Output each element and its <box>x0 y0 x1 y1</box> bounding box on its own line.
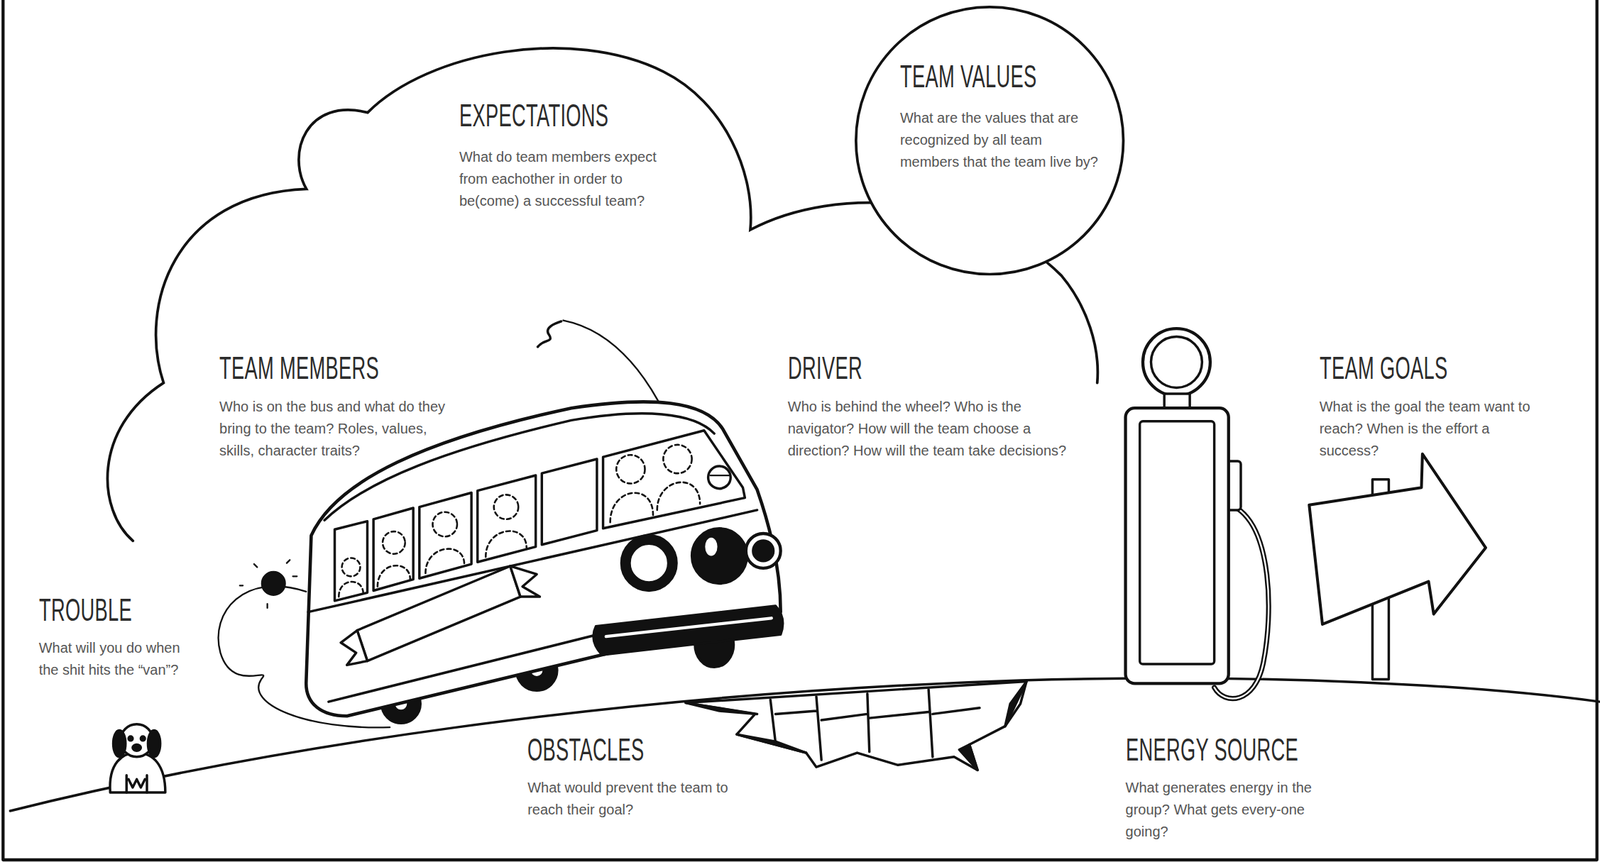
banner-tail <box>340 631 367 666</box>
cloud-shape <box>97 41 1108 552</box>
bus-windshield <box>603 430 746 529</box>
section-question: Who is behind the wheel? Who is the navi… <box>787 396 1079 463</box>
signpost <box>1308 454 1486 681</box>
bus-bumper <box>593 606 783 656</box>
circle-outline <box>856 7 1124 275</box>
section-heading: ENERGY SOURCE <box>1125 734 1299 766</box>
passenger-body <box>485 531 527 558</box>
section-heading: TEAM MEMBERS <box>219 352 380 385</box>
bus-window <box>419 492 472 579</box>
passenger-head <box>433 512 458 538</box>
bumper-shine <box>606 618 772 637</box>
passenger-head <box>616 455 645 484</box>
exhaust-spark <box>239 560 298 609</box>
passenger-body <box>425 549 465 574</box>
bus-illustration <box>305 401 783 724</box>
section-heading: DRIVER <box>787 352 863 385</box>
bus-window <box>373 508 414 591</box>
bus-window <box>335 521 368 602</box>
ground-line <box>9 678 1600 812</box>
circle-node: TEAM VALUES What are the values that are … <box>853 4 1126 277</box>
passenger-body <box>610 493 654 523</box>
dog-eye <box>128 736 133 742</box>
headlight-glass <box>629 543 669 583</box>
fuel-pump <box>1125 328 1270 700</box>
crack-wedge <box>1005 681 1027 727</box>
antenna <box>538 320 659 402</box>
exhaust-ball <box>261 572 285 596</box>
dog-symbol <box>110 724 166 793</box>
cloud-outline <box>107 48 1098 541</box>
banner-band <box>357 566 521 662</box>
headlight <box>621 535 677 592</box>
pump-panel <box>1140 421 1215 665</box>
crack-wedge <box>685 703 758 715</box>
dog-nose <box>132 745 142 752</box>
passenger-body <box>338 582 364 597</box>
section-question: What are the values that are recognized … <box>900 107 1105 174</box>
dog-ear <box>113 730 126 757</box>
headlight-glass <box>753 540 774 562</box>
sign-arrow <box>1308 454 1486 625</box>
passenger-head <box>342 557 361 577</box>
headlight-shine <box>704 538 717 557</box>
headlight <box>746 533 781 569</box>
section-question: What would prevent the team to reach the… <box>527 777 747 822</box>
passenger-head <box>662 445 692 474</box>
section-heading: TROUBLE <box>39 594 133 627</box>
dog-eye <box>140 736 145 742</box>
banner-tail <box>510 566 541 597</box>
dog-ear <box>147 730 160 757</box>
antenna-wire <box>563 320 659 402</box>
bus-window <box>541 459 597 546</box>
section-heading: TEAM GOALS <box>1319 352 1448 385</box>
section-heading: TEAM VALUES <box>900 61 1037 93</box>
bus-body <box>305 401 781 717</box>
passenger <box>338 445 700 597</box>
crack-ledge <box>770 689 980 761</box>
section-heading: OBSTACLES <box>527 734 645 766</box>
crack-wedge <box>959 745 978 771</box>
pump-body <box>1125 408 1229 684</box>
pump-ring <box>1142 328 1211 397</box>
bus-stripe <box>308 510 758 613</box>
crack-opening <box>685 681 1027 771</box>
section-question: What generates energy in the group? What… <box>1125 777 1343 844</box>
crack-wedge <box>736 734 807 754</box>
cloud-node: EXPECTATIONS What do team members expect … <box>97 41 1108 552</box>
dog-body <box>110 753 166 793</box>
driver-glasses <box>710 474 730 477</box>
bus-banner <box>340 566 540 666</box>
passenger-head <box>382 531 406 555</box>
section-question: What do team members expect from eachoth… <box>459 146 679 213</box>
passenger-body <box>657 482 700 511</box>
section-question: What is the goal the team want to reach?… <box>1319 396 1549 463</box>
section-heading: EXPECTATIONS <box>459 100 609 132</box>
bus-window <box>477 475 536 563</box>
passenger-body <box>377 565 411 588</box>
passenger-head <box>494 494 519 520</box>
dog-legs <box>126 775 147 793</box>
antenna-flag <box>538 321 562 348</box>
headlight <box>692 528 748 585</box>
bus-roof-line <box>324 413 715 522</box>
driver-head <box>708 466 732 490</box>
pump-ring <box>1151 337 1203 389</box>
circle-shape <box>853 4 1126 277</box>
section-question: Who is on the bus and what do they bring… <box>219 396 457 463</box>
section-question: What will you do when the shit hits the … <box>39 637 193 682</box>
crack-symbol <box>685 681 1027 771</box>
